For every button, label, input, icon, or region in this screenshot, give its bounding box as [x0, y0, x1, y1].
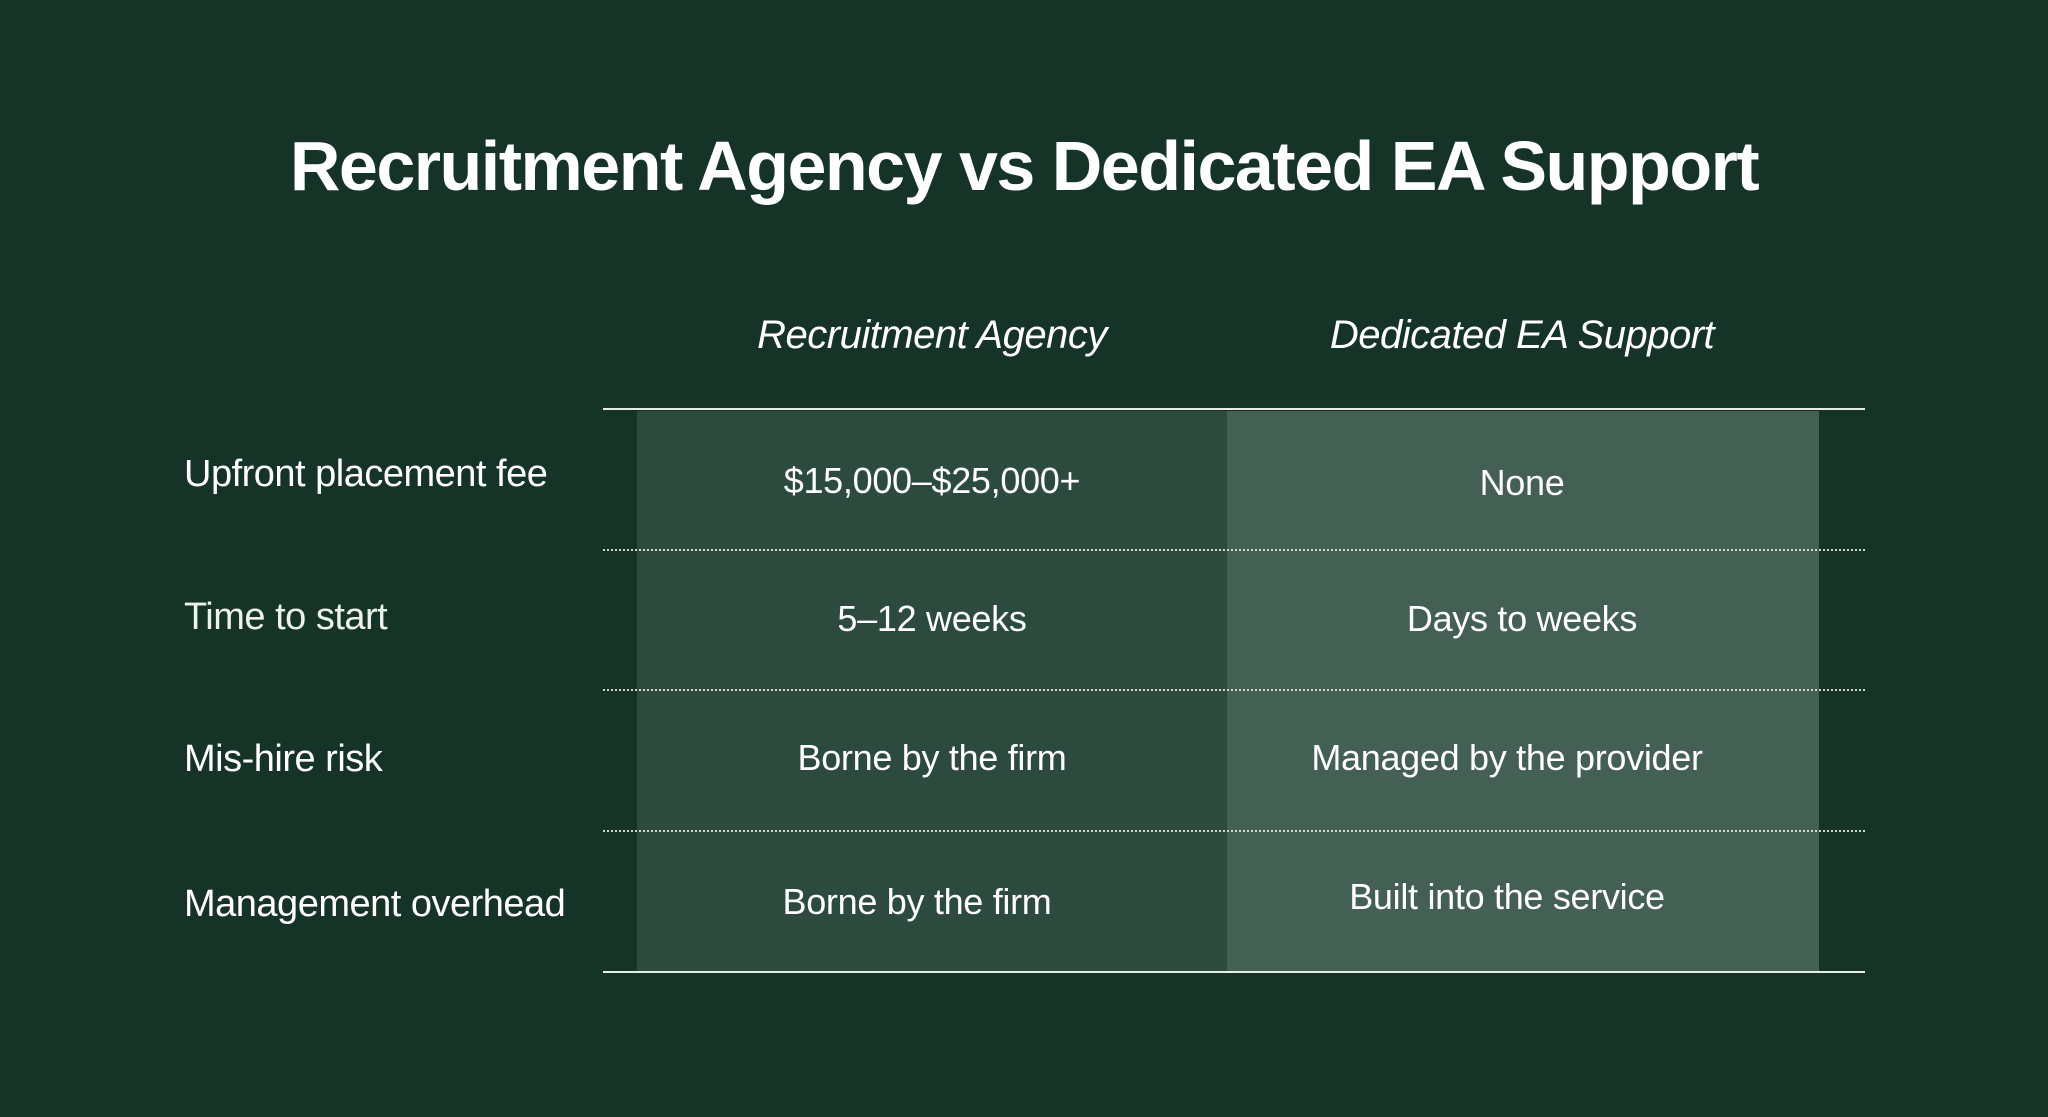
agency-column-background	[637, 411, 1227, 972]
row-label-time-to-start: Time to start	[184, 596, 388, 638]
column-header-agency: Recruitment Agency	[757, 313, 1107, 357]
row-divider	[603, 830, 1865, 832]
cell-agency-time-to-start: 5–12 weeks	[837, 598, 1027, 639]
ea-column-background	[1227, 411, 1819, 972]
cell-ea-management-overhead: Built into the service	[1349, 876, 1665, 917]
cell-ea-mis-hire-risk: Managed by the provider	[1311, 737, 1703, 778]
cell-agency-upfront-fee: $15,000–$25,000+	[783, 460, 1081, 501]
row-label-mis-hire-risk: Mis-hire risk	[184, 738, 383, 780]
cell-ea-time-to-start: Days to weeks	[1406, 598, 1638, 639]
row-divider	[603, 689, 1865, 691]
table-top-rule	[603, 408, 1865, 410]
row-label-management-overhead: Management overhead	[184, 883, 566, 925]
cell-agency-management-overhead: Borne by the firm	[782, 881, 1052, 922]
row-label-upfront-fee: Upfront placement fee	[184, 453, 548, 495]
page-title: Recruitment Agency vs Dedicated EA Suppo…	[289, 127, 1760, 205]
table-bottom-rule	[603, 971, 1865, 973]
cell-agency-mis-hire-risk: Borne by the firm	[797, 737, 1067, 778]
row-divider	[603, 549, 1865, 551]
cell-ea-upfront-fee: None	[1479, 462, 1565, 503]
column-header-ea: Dedicated EA Support	[1329, 313, 1715, 357]
